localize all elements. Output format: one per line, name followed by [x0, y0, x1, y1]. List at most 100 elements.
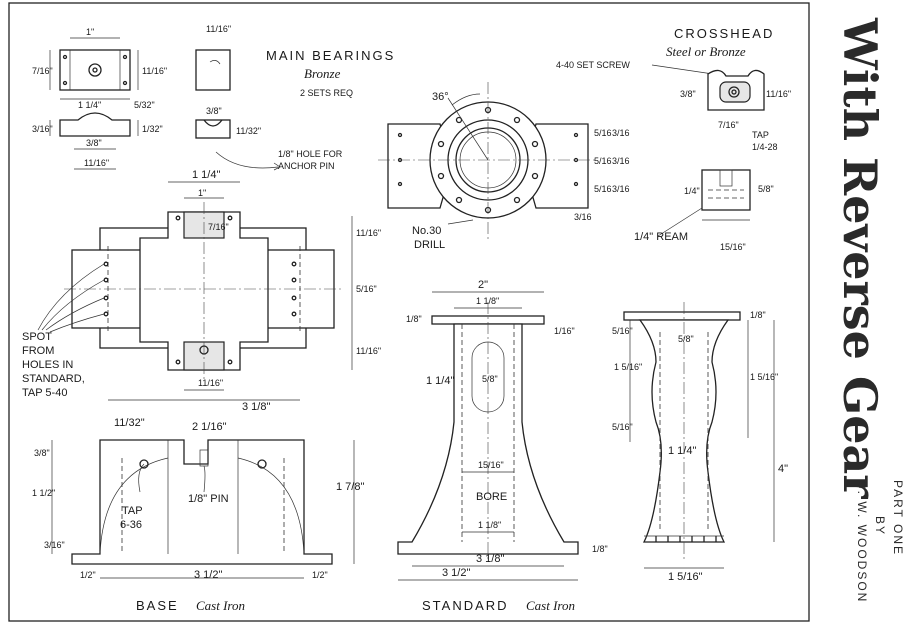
flange-dim-6: 3/16 [612, 184, 630, 194]
side-dim-9: 1 5/16" [668, 571, 703, 583]
bearing-dim-11: 3/8" [206, 106, 222, 116]
spot-note-3: HOLES IN [22, 359, 73, 371]
base-label: BASE [136, 598, 179, 613]
standard-dim-10: 3 1/2" [442, 567, 470, 579]
flange-dim-1: 5/16 [594, 128, 612, 138]
flange-angle: 36° [432, 91, 449, 103]
byline-part: PART ONE [891, 480, 905, 556]
crosshead-dim-2: 11/16" [766, 89, 791, 99]
bearings-qty: 2 SETS REQ [300, 88, 353, 98]
tap-size: 1/4-28 [752, 142, 778, 152]
flange-view [378, 82, 598, 242]
crosshead-dim-3: 7/16" [718, 120, 739, 130]
side-dim-3: 1/8" [750, 310, 766, 320]
plan-dim-7: 11/16" [198, 378, 223, 388]
spot-note-1: SPOT [22, 331, 52, 343]
plan-dim-5: 5/16" [356, 284, 377, 294]
side-dim-8: 4" [778, 463, 788, 475]
side-dim-1: 5/16" [612, 326, 633, 336]
standard-dim-4: 1/16" [554, 326, 575, 336]
side-view [623, 302, 775, 569]
set-screw-note: 4-40 SET SCREW [556, 60, 630, 70]
byline-author: C. W. WOODSON [855, 480, 869, 603]
flange-dim-7: 3/16 [574, 212, 592, 222]
side-dim-2: 5/8" [678, 334, 694, 344]
standard-dim-1: 2" [478, 279, 488, 291]
bearing-dim-3: 11/16" [142, 66, 167, 76]
anchor-hole-note: 1/8" HOLE FOR [278, 149, 343, 159]
bearing-side-view [195, 49, 281, 171]
ream-note: 1/4" REAM [634, 231, 688, 243]
bearing-dim-5: 5/32" [134, 100, 155, 110]
base-tap-note: TAP [122, 505, 143, 517]
side-dim-7: 1 1/4" [668, 445, 696, 457]
standard-dim-6: 5/8" [482, 374, 498, 384]
base-dim-2: 2 1/16" [192, 421, 227, 433]
spot-note-2: FROM [22, 345, 54, 357]
standard-view [397, 291, 579, 581]
crosshead-dim-5: 5/8" [758, 184, 774, 194]
crosshead-material: Steel or Bronze [666, 44, 746, 59]
standard-dim-8: 1 1/8" [478, 520, 501, 530]
bearings-title: MAIN BEARINGS [266, 48, 395, 63]
base-dim-7: 1/2" [80, 570, 96, 580]
base-dim-6: 3/16" [44, 540, 65, 550]
bearing-dim-12: 11/32" [236, 126, 261, 136]
bearing-top-view [49, 37, 139, 100]
sheet-border [8, 2, 810, 622]
side-dim-4: 1 5/16" [614, 362, 642, 372]
base-tap-size: 6-36 [120, 519, 142, 531]
crosshead-side-view [657, 169, 751, 237]
plan-dim-1: 1 1/4" [192, 169, 220, 181]
drill-note-2: DRILL [414, 239, 445, 251]
plan-dim-2: 1" [198, 188, 206, 198]
base-dim-3: 3/8" [34, 448, 50, 458]
plan-dim-4: 11/16" [356, 228, 381, 238]
anchor-hole-note-2: ANCHOR PIN [278, 161, 335, 171]
side-dim-6: 5/16" [612, 422, 633, 432]
base-dim-8: 3 1/2" [194, 569, 222, 581]
base-dim-5: 1 7/8" [336, 481, 364, 493]
bearings-material: Bronze [304, 66, 341, 81]
spot-note-4: STANDARD, [22, 373, 85, 385]
bearing-front-view [49, 112, 139, 170]
plan-view [37, 181, 353, 401]
standard-dim-2: 1 1/8" [476, 296, 499, 306]
standard-dim-5: 1 1/4" [426, 375, 454, 387]
bearing-dim-1: 1" [86, 27, 94, 37]
spot-note-5: TAP 5-40 [22, 387, 67, 399]
base-dim-4: 1 1/2" [32, 488, 55, 498]
standard-dim-11: 1/8" [592, 544, 608, 554]
flange-dim-5: 5/16 [594, 184, 612, 194]
bearing-dim-2: 7/16" [32, 66, 53, 76]
flange-dim-4: 3/16 [612, 156, 630, 166]
side-dim-5: 1 5/16" [750, 372, 778, 382]
plan-dim-6: 11/16" [356, 346, 381, 356]
base-dim-1: 11/32" [114, 417, 145, 429]
base-view [51, 439, 355, 579]
byline-by: BY [873, 516, 887, 536]
bearing-dim-9: 11/16" [84, 158, 109, 168]
plan-dim-8: 3 1/8" [242, 401, 270, 413]
standard-material: Cast Iron [526, 598, 575, 613]
plan-dim-3: 7/16" [208, 222, 229, 232]
base-pin-note: 1/8" PIN [188, 493, 229, 505]
bearing-dim-6: 3/16" [32, 124, 53, 134]
bearing-dim-8: 3/8" [86, 138, 102, 148]
drill-note: No.30 [412, 225, 441, 237]
bearing-dim-7: 1/32" [142, 124, 163, 134]
base-dim-9: 1/2" [312, 570, 328, 580]
standard-bore: BORE [476, 491, 507, 503]
standard-dim-3: 1/8" [406, 314, 422, 324]
article-title: With Reverse Gear [833, 17, 887, 499]
flange-dim-2: 3/16 [612, 128, 630, 138]
crosshead-dim-1: 3/8" [680, 89, 696, 99]
tap-note: TAP [752, 130, 769, 140]
engineering-drawing: 1" 7/16" 11/16" 1 1/4" 5/32" 3/16" 1/32"… [8, 2, 810, 622]
standard-label: STANDARD [422, 598, 509, 613]
banner-svg: With Reverse Gear PART ONE BY C. W. WOOD… [833, 17, 905, 603]
standard-dim-7: 15/16" [478, 460, 504, 470]
crosshead-dim-4: 1/4" [684, 186, 700, 196]
bearing-dim-10: 11/16" [206, 24, 231, 34]
standard-dim-9: 3 1/8" [476, 553, 504, 565]
